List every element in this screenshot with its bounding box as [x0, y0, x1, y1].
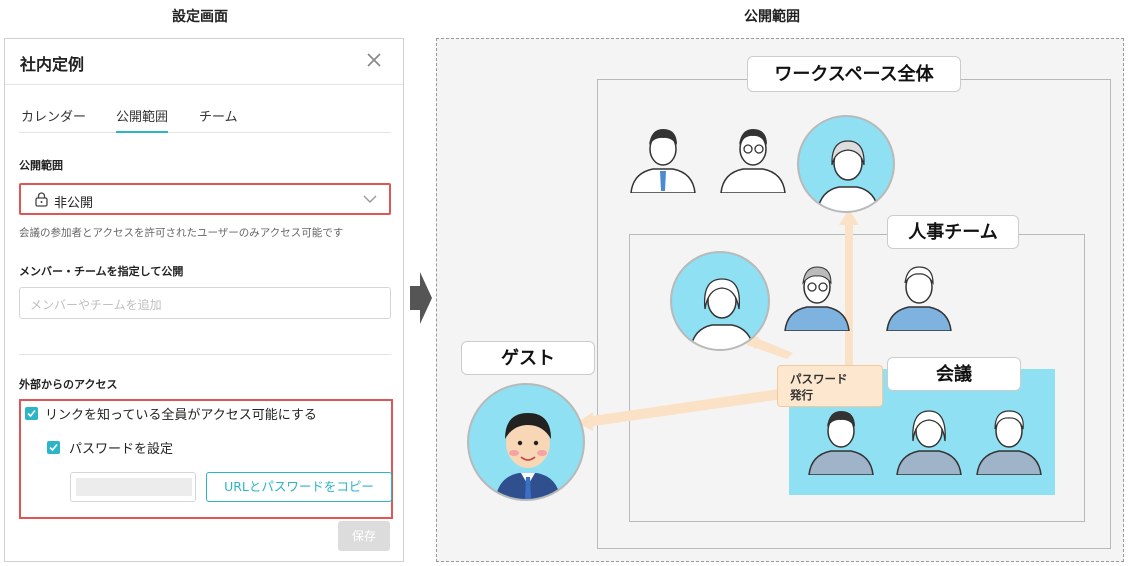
password-note-line1: パスワード: [790, 372, 848, 386]
meeting-tag: 会議: [887, 357, 1021, 391]
password-label: パスワードを設定: [69, 442, 174, 457]
external-access-group: リンクを知っている全員がアクセス可能にする パスワードを設定 URLとパスワード…: [19, 399, 393, 519]
settings-panel: 社内定例 カレンダー 公開範囲 チーム 公開範囲 非公開 会議の参加者とアクセス…: [4, 38, 404, 562]
check-icon: [49, 443, 58, 452]
person-icon: [720, 129, 786, 193]
person-icon: [808, 411, 874, 475]
scope-diagram: ワークスペース全体 人事チーム 会議 ゲスト パスワード 発行: [436, 38, 1124, 562]
scope-description: 会議の参加者とアクセスを許可されたユーザーのみアクセス可能です: [19, 227, 344, 239]
person-icon: [630, 129, 696, 193]
scope-label: 公開範囲: [19, 159, 63, 172]
link-access-checkbox[interactable]: [25, 407, 38, 420]
copy-url-password-button[interactable]: URLとパスワードをコピー: [206, 472, 392, 502]
scope-select-value: 非公開: [54, 196, 94, 211]
person-icon: [886, 266, 952, 331]
panel-title: 社内定例: [20, 55, 85, 74]
person-icon: [784, 266, 850, 331]
members-label: メンバー・チームを指定して公開: [19, 265, 184, 278]
members-input[interactable]: メンバーやチームを追加: [19, 287, 391, 319]
lock-icon: [35, 192, 48, 207]
access-arrows: [577, 209, 859, 431]
hr-team-tag: 人事チーム: [887, 215, 1019, 249]
tab-team[interactable]: チーム: [199, 110, 238, 125]
scope-select[interactable]: 非公開: [19, 183, 391, 215]
guest-tag: ゲスト: [461, 341, 595, 375]
avatar: [797, 115, 895, 213]
link-access-label: リンクを知っている全員がアクセス可能にする: [45, 408, 317, 423]
external-access-label: 外部からのアクセス: [19, 378, 118, 391]
workspace-tag: ワークスペース全体: [747, 56, 961, 92]
arrow-right-icon: [410, 272, 432, 324]
person-icon: [976, 410, 1042, 475]
scope-caption: 公開範囲: [744, 9, 800, 25]
person-icon: [816, 140, 880, 211]
guest-person-icon: [495, 413, 561, 499]
save-button[interactable]: 保存: [338, 521, 390, 551]
person-icon: [689, 278, 755, 349]
chevron-down-icon: [363, 195, 377, 203]
avatar: [670, 251, 770, 351]
person-icon: [896, 410, 962, 475]
panel-header: 社内定例: [5, 39, 403, 85]
settings-screen-caption: 設定画面: [172, 9, 228, 25]
check-icon: [27, 409, 36, 418]
password-checkbox[interactable]: [47, 441, 60, 454]
password-field[interactable]: [70, 472, 196, 502]
password-value-mask: [76, 478, 192, 496]
password-note-line2: 発行: [790, 388, 813, 402]
tab-calendar[interactable]: カレンダー: [21, 110, 87, 125]
password-issued-note: パスワード 発行: [777, 365, 883, 407]
divider: [19, 354, 391, 355]
tab-bar: カレンダー 公開範囲 チーム: [19, 99, 391, 133]
tab-scope[interactable]: 公開範囲: [116, 106, 169, 133]
guest-avatar: [467, 383, 585, 501]
close-icon[interactable]: [365, 51, 383, 69]
